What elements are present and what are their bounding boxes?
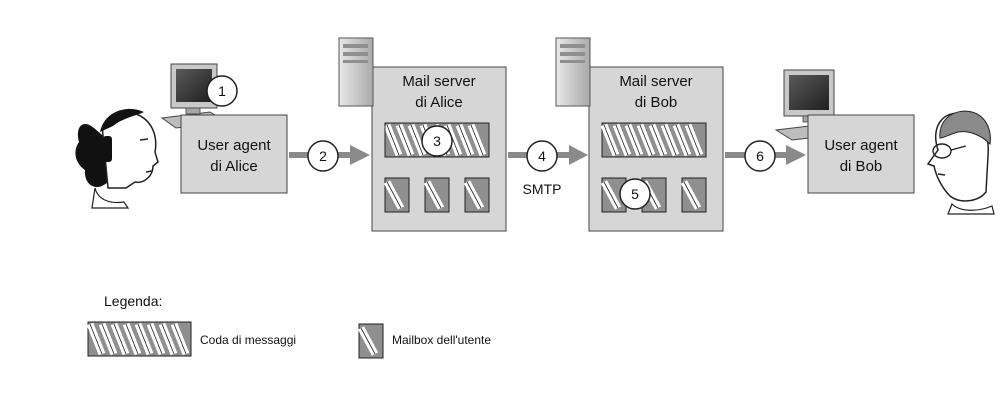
mailbox-icon xyxy=(383,177,410,213)
step-5-marker: 5 xyxy=(619,178,651,210)
user-agent-alice-box: User agent di Alice xyxy=(180,114,288,194)
mail-server-alice-line2: di Alice xyxy=(415,94,463,111)
user-agent-bob-line1: User agent xyxy=(824,137,898,154)
mail-server-bob-line2: di Bob xyxy=(635,94,678,111)
svg-text:2: 2 xyxy=(319,148,327,164)
mailbox-icon xyxy=(423,177,450,213)
alice-person-icon xyxy=(75,108,159,209)
legend-title: Legenda: xyxy=(104,293,162,309)
legend-queue-icon xyxy=(86,321,192,357)
mail-server-bob-line1: Mail server xyxy=(619,73,692,90)
svg-text:6: 6 xyxy=(756,148,764,164)
user-agent-bob-line2: di Bob xyxy=(840,158,883,175)
step-6-marker: 6 xyxy=(744,140,776,172)
svg-text:4: 4 xyxy=(538,148,546,164)
svg-text:1: 1 xyxy=(218,83,226,99)
smtp-label: SMTP xyxy=(523,181,562,197)
legend-mailbox-icon xyxy=(357,323,384,359)
svg-text:3: 3 xyxy=(433,133,441,149)
alice-computer-icon xyxy=(160,63,228,129)
step-2-marker: 2 xyxy=(307,140,339,172)
mail-server-bob: Mail server di Bob xyxy=(555,37,724,232)
message-queue-icon xyxy=(600,122,707,158)
legend-mailbox-label: Mailbox dell'utente xyxy=(392,333,491,347)
step-3-marker: 3 xyxy=(421,125,453,157)
legend-queue-label: Coda di messaggi xyxy=(200,333,296,347)
mail-server-alice-line1: Mail server xyxy=(402,73,475,90)
user-agent-bob-box: User agent di Bob xyxy=(807,114,915,194)
mailbox-icon xyxy=(680,177,707,213)
mail-server-alice: Mail server di Alice xyxy=(338,37,507,232)
mailbox-icon xyxy=(463,177,490,213)
server-tower-icon xyxy=(338,37,374,107)
svg-text:5: 5 xyxy=(631,186,639,202)
bob-person-icon xyxy=(926,110,995,215)
step-1-marker: 1 xyxy=(206,75,238,107)
legend: Legenda: Coda di messaggi Mailbox dell'u… xyxy=(86,293,491,359)
step-4-marker: 4 xyxy=(526,140,558,172)
user-agent-alice-line2: di Alice xyxy=(210,158,258,175)
user-agent-alice-line1: User agent xyxy=(197,137,271,154)
server-tower-icon xyxy=(555,37,591,107)
